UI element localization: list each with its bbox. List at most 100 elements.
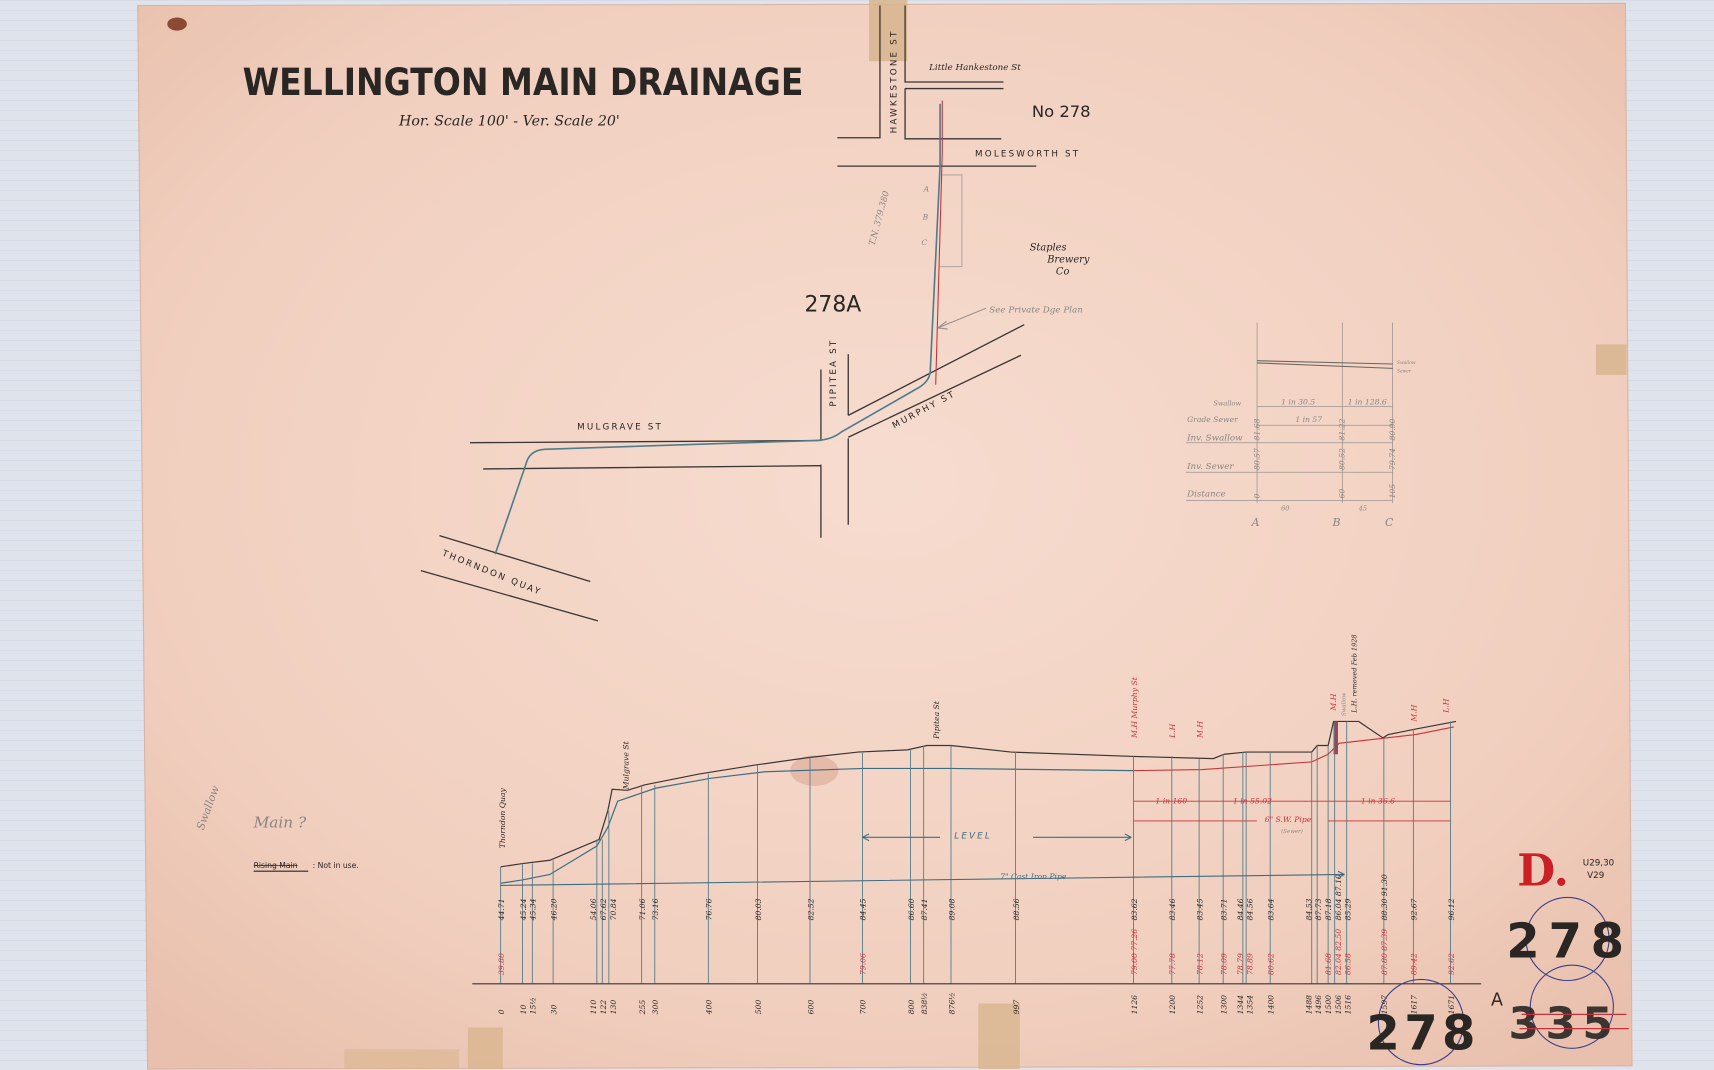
stamp-circle-1	[1525, 896, 1610, 982]
note-rising-main: Rising Main	[254, 861, 298, 870]
station-distance: 500	[754, 1000, 763, 1015]
station-distance: 838½	[920, 992, 929, 1014]
profile-place-lh2: L.H	[1441, 698, 1450, 714]
station-ground-level: 88.30 91.30	[1380, 874, 1389, 920]
inset-legend-swallow: Swallow	[1397, 361, 1416, 366]
inset-row-grade-sewer: Grade Sewer	[1187, 415, 1239, 424]
station-distance: 876½	[947, 992, 956, 1014]
tape-right	[1595, 344, 1627, 375]
station-invert-level: 79.06	[859, 953, 868, 975]
scale-note: Hor. Scale 100' - Ver. Scale 20'	[398, 114, 620, 130]
see-private-drainage-note: See Private Dge Plan	[989, 306, 1083, 316]
station-distance: 1252	[1195, 995, 1204, 1015]
paper-sheet	[137, 2, 1633, 1070]
station-distance: 1617	[1410, 995, 1419, 1015]
note-main-question: Main ?	[253, 813, 307, 831]
hawkestone-st-lines	[837, 5, 1037, 167]
inset-point-a: A	[1251, 516, 1260, 529]
station-ground-level: 76.76	[705, 898, 714, 920]
station-ground-level: 87.18	[1324, 898, 1333, 920]
station-invert-level: 79.00 77.26	[1130, 929, 1139, 975]
station-ground-level: 73.16	[651, 898, 660, 920]
plan-number: No 278	[1032, 102, 1091, 121]
inset-distance-value: 105	[1388, 484, 1397, 499]
station-invert-level: 78.79	[1236, 953, 1245, 975]
stamp-ref-2: V29	[1587, 871, 1604, 881]
profile-place-mulgrave: Mulgrave St	[622, 740, 631, 790]
station-ground-level: 45.34	[529, 898, 538, 921]
inset-inv-sewer-value: 80.57	[1252, 448, 1261, 470]
station-distance: 0	[497, 1009, 506, 1014]
inset-span-2: 45	[1358, 504, 1367, 512]
inset-row-inv-swallow: Inv. Swallow	[1186, 434, 1243, 444]
station-invert-level: 78.89	[1246, 953, 1255, 975]
plan-title: WELLINGTON MAIN DRAINAGE	[243, 61, 804, 104]
station-ground-level: 83.46	[1168, 898, 1177, 920]
inset-inv-sewer-value: 79.74	[1388, 448, 1397, 470]
inset-inv-sewer-value: 80.52	[1338, 448, 1347, 470]
plan-point-c: C	[921, 238, 927, 247]
plan-point-a: A	[923, 184, 930, 193]
plan-sub-number: 278A	[805, 293, 862, 318]
station-distance: 400	[705, 1000, 714, 1016]
inset-span-1: 60	[1281, 504, 1289, 512]
inset-row-swallow: Swallow	[1213, 400, 1241, 408]
station-distance: 300	[651, 1000, 660, 1015]
station-invert-level: 78.12	[1195, 953, 1204, 975]
profile-place-lh1: L.H	[1168, 723, 1177, 739]
station-ground-level: 54.06	[589, 898, 598, 920]
level-label: LEVEL	[954, 831, 992, 841]
station-distance: 30	[549, 1005, 558, 1015]
station-distance: 1344	[1236, 995, 1245, 1015]
station-invert-level: 39.80	[497, 953, 506, 975]
inset-legend-sewer: Sewer	[1397, 370, 1412, 375]
station-invert-level: 87.80 87.39	[1380, 929, 1389, 975]
longitudinal-profile: 44.7139.80045.241045.3415½46.203054.0611…	[497, 720, 1457, 1016]
street-label-hawkestone: HAWKESTONE ST	[889, 30, 899, 134]
staples-brewery-line3: Co	[1056, 266, 1070, 277]
inset-distance-value: 0	[1252, 493, 1261, 498]
sewer-line-plan	[494, 103, 941, 555]
stamp-superscript-a: A	[1491, 991, 1503, 1011]
street-label-mulgrave: MULGRAVE ST	[577, 423, 663, 433]
station-distance: 1500	[1324, 995, 1333, 1015]
sw-pipe-note: (Sewer)	[1281, 828, 1303, 835]
profile-place-mh1: M.H	[1195, 721, 1204, 739]
station-invert-level: 81.68	[1324, 953, 1333, 975]
station-invert-level: 89.42	[1410, 953, 1419, 975]
station-invert-level: 92.62	[1447, 953, 1456, 975]
station-invert-level: 80.62	[1266, 953, 1275, 975]
stamp-circle-3	[1377, 978, 1465, 1066]
stamp-number-top: 278	[1506, 914, 1633, 970]
station-ground-level: 83.62	[1130, 898, 1139, 920]
station-distance: 700	[859, 1000, 868, 1015]
profile-place-swallow: Swallow	[1342, 693, 1348, 716]
sw-pipe-label: 6" S.W. Pipe	[1265, 815, 1312, 824]
profile-place-thorndon-quay: Thorndon Quay	[498, 787, 507, 848]
inset-point-b: B	[1331, 516, 1340, 529]
station-ground-level: 87.73	[1314, 898, 1323, 920]
station-distance: 130	[609, 1000, 618, 1015]
station-distance: 122	[599, 1000, 608, 1015]
tape-bottom-2	[467, 1027, 503, 1070]
sewer-red-line-plan	[935, 100, 943, 385]
profile-place-mh3: M.H	[1410, 704, 1419, 722]
station-ground-level: 85.29	[1344, 898, 1353, 920]
inset-point-c: C	[1385, 516, 1394, 529]
station-ground-level: 44.71	[497, 899, 506, 922]
mulgrave-st-lines	[470, 439, 821, 470]
inset-grade-swallow-1: 1 in 30.5	[1281, 397, 1315, 406]
station-ground-level: 71.06	[638, 898, 647, 920]
station-distance: 1597	[1380, 995, 1389, 1015]
station-ground-level: 89.08	[947, 898, 956, 920]
station-ground-level: 83.71	[1219, 899, 1228, 921]
station-ground-level: 84.53	[1304, 898, 1313, 920]
station-distance: 1354	[1246, 995, 1255, 1015]
staples-brewery-line1: Staples	[1030, 242, 1067, 253]
inset-inv-swallow-value: 81.68	[1252, 419, 1261, 441]
strike-lines	[1519, 1013, 1629, 1030]
thorndon-quay-lines	[420, 534, 599, 622]
station-ground-level: 67.62	[599, 898, 608, 920]
station-invert-level: 78.09	[1219, 953, 1228, 975]
